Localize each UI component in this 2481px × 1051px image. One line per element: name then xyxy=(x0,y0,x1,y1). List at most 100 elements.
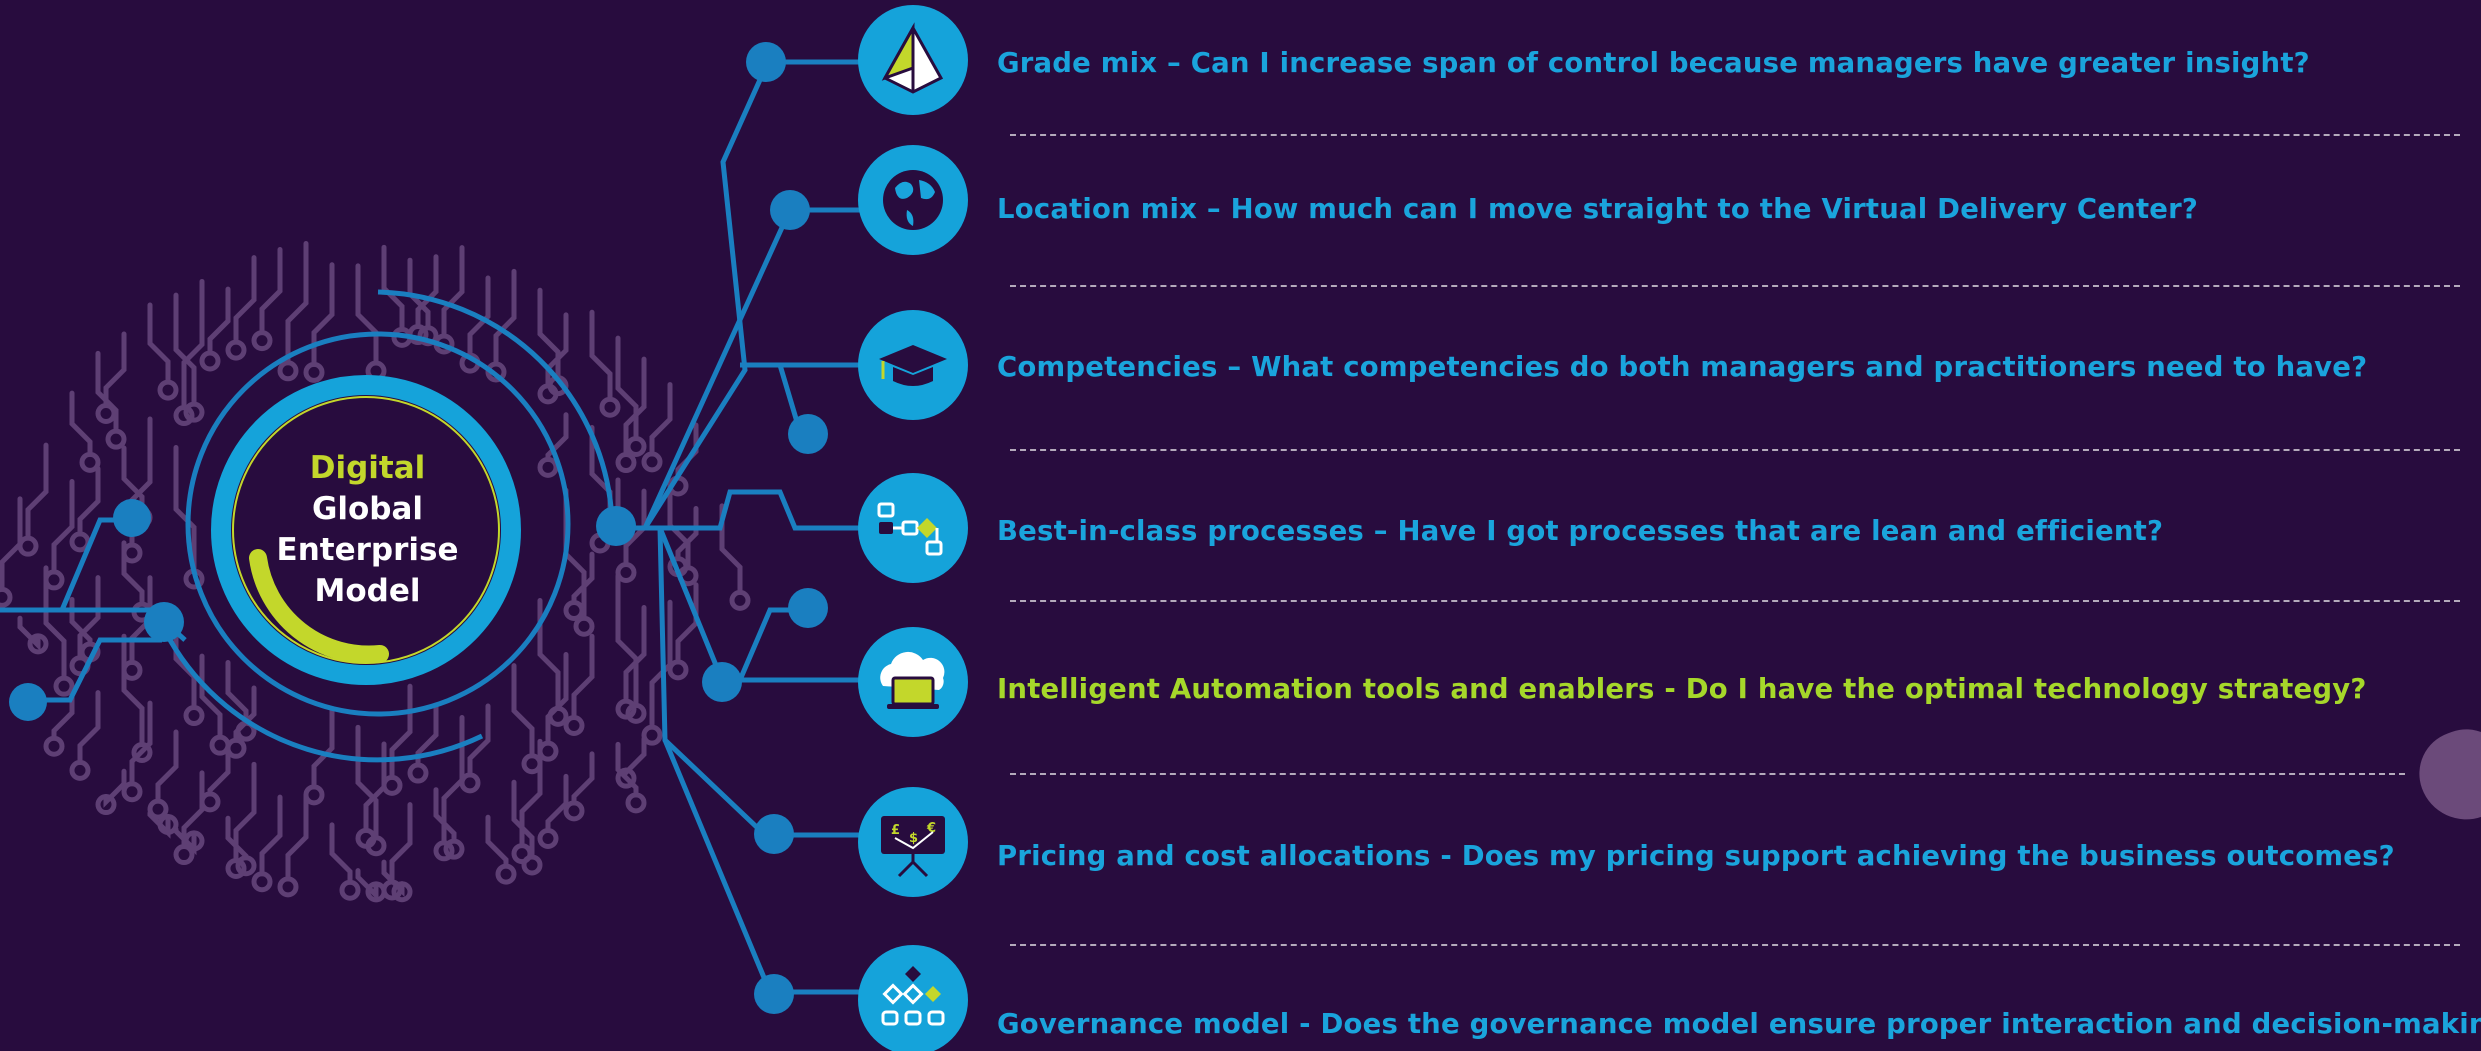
circuit-node xyxy=(537,383,559,405)
circuit-node xyxy=(303,361,325,383)
circuit-node xyxy=(641,724,663,746)
circuit-node xyxy=(537,828,559,850)
circuit-node xyxy=(95,794,117,816)
circuit-trace xyxy=(485,814,509,869)
circuit-trace xyxy=(493,268,517,367)
circuit-node xyxy=(563,800,585,822)
circuit-node xyxy=(381,774,403,796)
circuit-node xyxy=(495,863,517,885)
circuit-node xyxy=(173,405,195,427)
circuit-trace xyxy=(589,309,613,402)
circuit-trace xyxy=(147,302,171,385)
hub-title-line-1: Digital xyxy=(309,450,426,486)
circuit-node xyxy=(225,857,247,879)
circuit-node xyxy=(303,784,325,806)
circuit-trace xyxy=(545,312,569,389)
circuit-trace xyxy=(623,736,647,779)
row-divider xyxy=(1010,449,2460,451)
trunk-lines xyxy=(612,59,860,995)
circuit-trace xyxy=(623,356,647,458)
row-pricing: Pricing and cost allocations - Does my p… xyxy=(997,840,2395,872)
circuit-trace xyxy=(285,792,309,882)
connector-dot xyxy=(754,814,794,854)
circuit-node xyxy=(407,762,429,784)
row-location-mix: Location mix – How much can I move strai… xyxy=(997,193,2199,225)
circuit-node xyxy=(729,589,751,611)
circuit-node xyxy=(417,325,439,347)
circuit-trace xyxy=(0,496,23,592)
circuit-trace xyxy=(207,286,231,356)
left-connector-dots xyxy=(9,499,184,721)
circuit-node xyxy=(27,633,49,655)
row-divider xyxy=(1010,600,2460,602)
circuit-node xyxy=(277,876,299,898)
circuit-node xyxy=(521,854,543,876)
row-divider xyxy=(1010,285,2460,287)
circuit-node xyxy=(599,396,621,418)
circuit-node xyxy=(69,531,91,553)
circuit-node xyxy=(563,599,585,621)
hub-title: Digital Global Enterprise Model xyxy=(230,448,505,612)
circuit-trace xyxy=(173,445,197,574)
circuit-trace xyxy=(649,382,673,457)
circuit-node xyxy=(459,772,481,794)
circuit-trace xyxy=(129,575,153,665)
circuit-node xyxy=(121,659,143,681)
circuit-node xyxy=(537,456,559,478)
connector-dot xyxy=(9,683,47,721)
circuit-trace xyxy=(121,633,145,747)
trunk-dots xyxy=(596,42,828,1014)
circuit-node xyxy=(251,871,273,893)
circuit-trace xyxy=(129,700,153,787)
circuit-trace xyxy=(537,287,561,381)
circuit-node xyxy=(537,740,559,762)
circuit-trace xyxy=(623,488,647,568)
circuit-node xyxy=(173,844,195,866)
circuit-trace xyxy=(389,683,413,780)
circuit-trace xyxy=(355,263,379,366)
svg-text:€: € xyxy=(926,821,936,836)
circuit-trace xyxy=(233,761,257,863)
circuit-trace xyxy=(233,685,257,743)
circuit-trace xyxy=(233,255,257,345)
circuit-trace xyxy=(77,575,101,661)
circuit-node xyxy=(381,879,403,901)
circuit-trace xyxy=(615,573,639,708)
circuit-trace xyxy=(675,506,699,562)
circuit-node xyxy=(339,879,361,901)
circuit-trace xyxy=(181,278,205,411)
row-grade-mix: Grade mix – Can I increase span of contr… xyxy=(997,47,2310,79)
circuit-node xyxy=(157,379,179,401)
currency-board-icon: £$€ xyxy=(858,787,968,897)
circuit-trace xyxy=(355,724,379,841)
circuit-trace xyxy=(259,794,283,877)
circuit-trace xyxy=(103,768,127,808)
connector-dot xyxy=(754,974,794,1014)
circuit-trace xyxy=(441,245,465,339)
circuit-trace xyxy=(329,822,353,885)
circuit-node xyxy=(183,705,205,727)
circuit-node xyxy=(625,702,647,724)
circuit-node xyxy=(69,759,91,781)
circuit-trace xyxy=(199,653,223,740)
circuit-trace xyxy=(155,729,179,804)
org-chart-icon xyxy=(858,945,968,1051)
circuit-node xyxy=(43,569,65,591)
row-divider xyxy=(1010,944,2460,946)
row-divider xyxy=(1010,773,2405,775)
connector-dot xyxy=(788,588,828,628)
circuit-trace xyxy=(259,247,283,336)
circuit-node xyxy=(433,840,455,862)
circuit-trace xyxy=(69,390,93,457)
circuit-trace xyxy=(467,703,491,778)
circuit-trace xyxy=(77,690,101,765)
circuit-node xyxy=(17,535,39,557)
circuit-trace xyxy=(181,770,205,850)
circuit-node xyxy=(79,451,101,473)
circuit-node xyxy=(667,659,689,681)
circuit-trace xyxy=(25,442,49,541)
circuit-node xyxy=(147,798,169,820)
circuit-node xyxy=(199,350,221,372)
